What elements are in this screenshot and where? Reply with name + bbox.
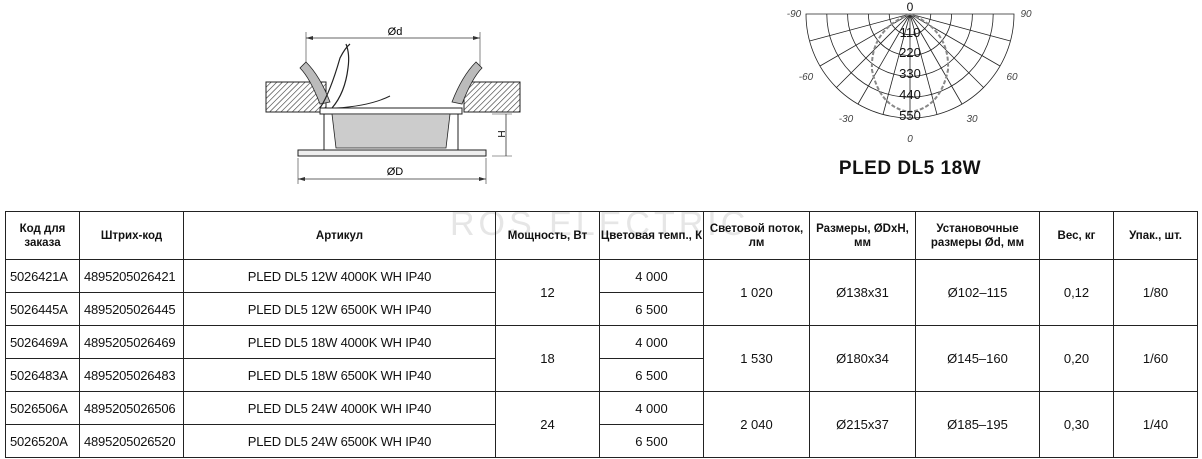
article-cell: PLED DL5 24W 4000K WH IP40 xyxy=(183,391,496,425)
weight-cell: 0,12 xyxy=(1039,259,1114,326)
mount-dimensions-cell: Ø145–160 xyxy=(915,325,1040,392)
header-luminous-flux: Световой поток, лм xyxy=(703,211,810,260)
header-article: Артикул xyxy=(183,211,496,260)
color-temp-cell: 6 500 xyxy=(599,358,704,392)
header-barcode: Штрих-код xyxy=(79,211,184,260)
angle-label-pos60: 60 xyxy=(1006,72,1018,83)
angle-label-neg90: -90 xyxy=(787,9,802,20)
angle-label-0-top: 0 xyxy=(907,0,914,14)
barcode-cell: 4895205026506 xyxy=(79,391,184,425)
luminous-flux-cell: 1 530 xyxy=(703,325,810,392)
article-cell: PLED DL5 24W 6500K WH IP40 xyxy=(183,424,496,458)
barcode-cell: 4895205026421 xyxy=(79,259,184,293)
barcode-cell: 4895205026483 xyxy=(79,358,184,392)
article-cell: PLED DL5 18W 4000K WH IP40 xyxy=(183,325,496,359)
header-color-temp: Цветовая темп., К xyxy=(599,211,704,260)
luminous-flux-cell: 1 020 xyxy=(703,259,810,326)
angle-label-neg60: -60 xyxy=(799,72,814,83)
header-mount-dimensions: Установочные размеры Ød, мм xyxy=(915,211,1040,260)
weight-cell: 0,30 xyxy=(1039,391,1114,458)
table-row: 5026483A 4895205026483 PLED DL5 18W 6500… xyxy=(5,358,1198,392)
table-row: 5026520A 4895205026520 PLED DL5 24W 6500… xyxy=(5,424,1198,458)
mount-dimensions-cell: Ø185–195 xyxy=(915,391,1040,458)
dimensions-cell: Ø138x31 xyxy=(809,259,916,326)
angle-label-neg30: -30 xyxy=(839,114,854,125)
ring-label-220: 220 xyxy=(899,45,921,60)
header-weight: Вес, кг xyxy=(1039,211,1114,260)
header-power: Мощность, Вт xyxy=(495,211,600,260)
header-package: Упак., шт. xyxy=(1113,211,1198,260)
color-temp-cell: 6 500 xyxy=(599,292,704,326)
barcode-cell: 4895205026520 xyxy=(79,424,184,458)
order-code-cell: 5026469A xyxy=(5,325,80,359)
color-temp-cell: 4 000 xyxy=(599,259,704,293)
table-row: 5026421A 4895205026421 PLED DL5 12W 4000… xyxy=(5,259,1198,326)
product-spec-table: Код для заказа Штрих-код Артикул Мощност… xyxy=(5,211,1198,458)
order-code-cell: 5026506A xyxy=(5,391,80,425)
order-code-cell: 5026520A xyxy=(5,424,80,458)
barcode-cell: 4895205026445 xyxy=(79,292,184,326)
dimensions-cell: Ø215x37 xyxy=(809,391,916,458)
table-row: 5026506A 4895205026506 PLED DL5 24W 4000… xyxy=(5,391,1198,458)
luminous-flux-cell: 2 040 xyxy=(703,391,810,458)
package-cell: 1/40 xyxy=(1113,391,1198,458)
ring-label-550: 550 xyxy=(899,108,921,123)
ring-label-110: 110 xyxy=(900,25,921,40)
dim-d-large-label: ØD xyxy=(387,166,404,178)
package-cell: 1/60 xyxy=(1113,325,1198,392)
ring-label-440: 440 xyxy=(899,87,921,102)
angle-label-pos30: 30 xyxy=(966,114,978,125)
order-code-cell: 5026445A xyxy=(5,292,80,326)
weight-cell: 0,20 xyxy=(1039,325,1114,392)
light-distribution-polar-diagram: 0 -90 90 -60 60 -30 30 0 110 220 330 440… xyxy=(787,0,1032,145)
mount-dimensions-cell: Ø102–115 xyxy=(915,259,1040,326)
color-temp-cell: 6 500 xyxy=(599,424,704,458)
dim-h-label: H xyxy=(495,130,506,137)
table-header-row: Код для заказа Штрих-код Артикул Мощност… xyxy=(5,211,1198,260)
color-temp-cell: 4 000 xyxy=(599,391,704,425)
article-cell: PLED DL5 12W 4000K WH IP40 xyxy=(183,259,496,293)
power-cell: 24 xyxy=(495,391,600,458)
article-cell: PLED DL5 12W 6500K WH IP40 xyxy=(183,292,496,326)
angle-label-pos90: 90 xyxy=(1020,9,1032,20)
package-cell: 1/80 xyxy=(1113,259,1198,326)
order-code-cell: 5026483A xyxy=(5,358,80,392)
ring-label-330: 330 xyxy=(899,66,921,81)
power-cell: 12 xyxy=(495,259,600,326)
header-dimensions: Размеры, ØDxH, мм xyxy=(809,211,916,260)
dim-d-small-label: Ød xyxy=(388,26,403,38)
barcode-cell: 4895205026469 xyxy=(79,325,184,359)
dimensions-cell: Ø180x34 xyxy=(809,325,916,392)
polar-diagram-title: PLED DL5 18W xyxy=(838,158,982,179)
header-order-code: Код для заказа xyxy=(5,211,80,260)
product-cross-section-drawing: Ød H ØD xyxy=(265,26,521,184)
power-cell: 18 xyxy=(495,325,600,392)
order-code-cell: 5026421A xyxy=(5,259,80,293)
article-cell: PLED DL5 18W 6500K WH IP40 xyxy=(183,358,496,392)
color-temp-cell: 4 000 xyxy=(599,325,704,359)
angle-label-0-bottom: 0 xyxy=(907,134,913,145)
table-row: 5026469A 4895205026469 PLED DL5 18W 4000… xyxy=(5,325,1198,392)
